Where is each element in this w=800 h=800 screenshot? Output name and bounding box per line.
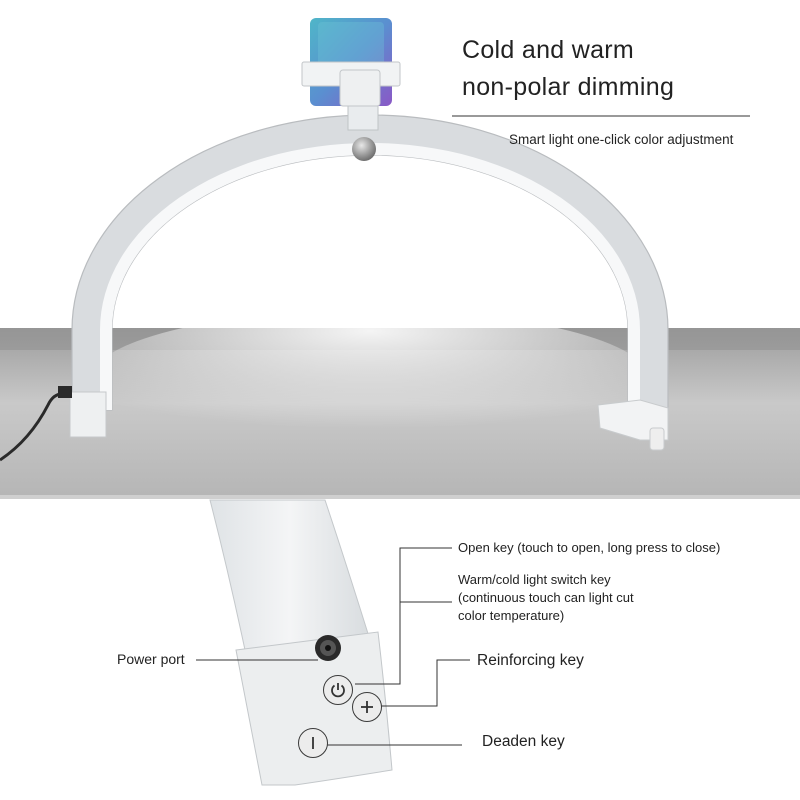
heading: Cold and warm non-polar dimming	[462, 32, 674, 106]
switch-key-label-3: color temperature)	[458, 608, 565, 623]
plus-icon	[361, 701, 373, 713]
reinforcing-key-label: Reinforcing key	[477, 652, 584, 669]
deaden-key[interactable]	[298, 728, 328, 758]
lamp-arch	[0, 114, 669, 462]
control-arm	[209, 499, 393, 786]
heading-line-2: non-polar dimming	[462, 73, 675, 101]
heading-line-1: Cold and warm	[462, 36, 635, 64]
open-key-label: Open key (touch to open, long press to c…	[458, 540, 721, 555]
power-icon	[331, 683, 345, 698]
switch-key-label-2: (continuous touch can light cut	[458, 590, 634, 605]
switch-key-label-1: Warm/cold light switch key	[458, 572, 611, 587]
power-port-label: Power port	[117, 651, 185, 667]
phone-holder	[301, 18, 401, 161]
deaden-key-label: Deaden key	[482, 733, 565, 750]
tagline: Smart light one-click color adjustment	[509, 132, 734, 147]
leader-lines	[196, 115, 750, 746]
power-key[interactable]	[323, 675, 353, 705]
minus-icon	[312, 737, 314, 749]
reinforcing-key[interactable]	[352, 692, 382, 722]
table	[0, 310, 800, 499]
